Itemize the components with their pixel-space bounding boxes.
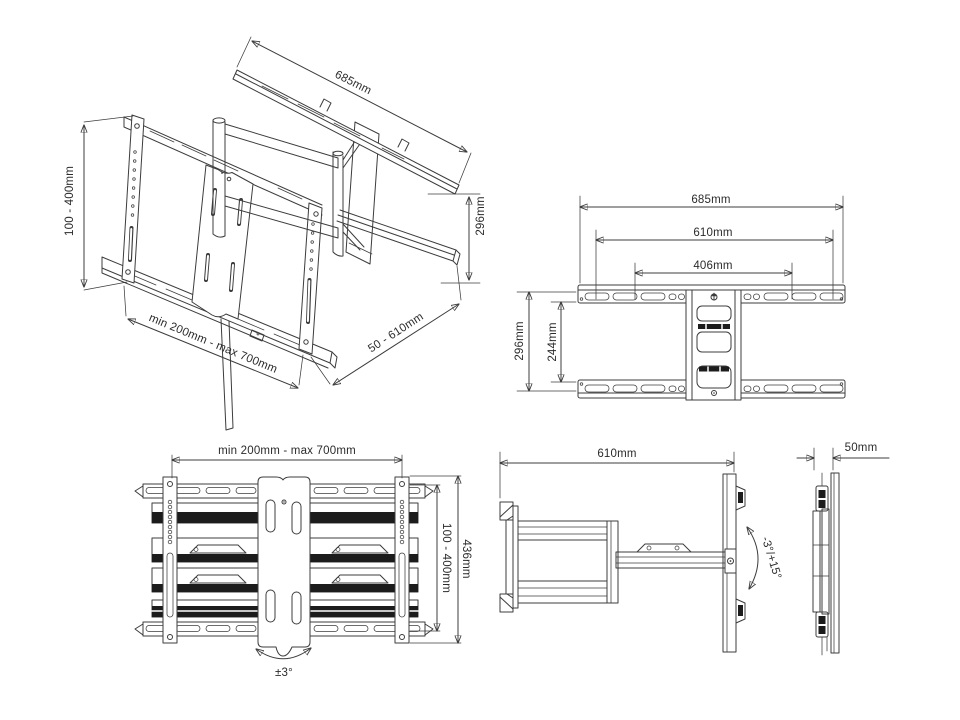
dim-front-width-range: min 200mm - max 700mm: [218, 445, 356, 457]
dim-iso-tv-height: 100 - 400mm: [64, 166, 76, 236]
side-view-folded: [796, 447, 890, 656]
dim-plate-hole-span: 610mm: [693, 227, 733, 239]
dim-iso-depth: 296mm: [475, 196, 487, 236]
dim-plate-inner-span: 406mm: [693, 260, 733, 272]
dim-folded-depth: 50mm: [844, 442, 878, 454]
dim-side-extension: 610mm: [597, 448, 637, 460]
dim-plate-hole-height: 244mm: [547, 322, 559, 362]
dim-front-vesa-height: 100 - 400mm: [440, 523, 452, 593]
dim-front-overall-height: 436mm: [460, 539, 472, 579]
isometric-view: [84, 36, 481, 431]
dim-plate-overall-height: 296mm: [514, 321, 526, 361]
wall-plate-front-view: [516, 195, 846, 401]
dim-plate-overall-width: 685mm: [691, 194, 731, 206]
front-view: [134, 454, 461, 660]
dim-front-swivel: ±3°: [275, 667, 293, 679]
side-view-extended: [499, 451, 759, 653]
